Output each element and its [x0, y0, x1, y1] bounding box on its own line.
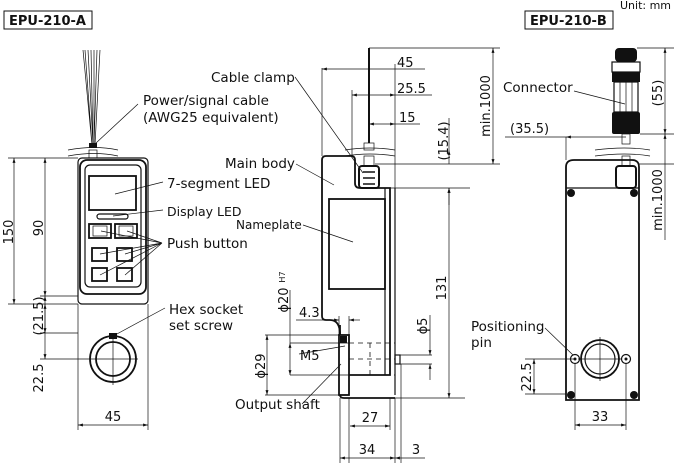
dim-side-15: 15 — [399, 111, 416, 126]
callout-cable-clamp: Cable clamp — [211, 70, 295, 86]
dim-side-phi20-tolerance: H7 — [278, 271, 287, 282]
callout-set-screw: set screw — [169, 318, 233, 334]
callout-push-button: Push button — [167, 236, 248, 252]
dim-b-min-cable: min.1000 — [651, 169, 666, 231]
dim-side-3: 3 — [412, 443, 420, 458]
model-b-leaders — [544, 90, 626, 356]
cable-clamp-b — [615, 165, 637, 189]
dim-b-35-5: (35.5) — [510, 122, 549, 137]
model-a-dimensions — [8, 157, 149, 430]
side-leaders — [294, 76, 364, 405]
dim-a-width: 45 — [105, 410, 122, 425]
model-b-title-box: EPU-210-B — [524, 10, 614, 30]
nameplate — [328, 198, 386, 290]
push-button — [114, 223, 138, 239]
hex-socket-set-screw — [109, 333, 117, 339]
callout-seven-segment-led: 7-segment LED — [167, 176, 270, 192]
dim-b-shaft-height: 22.5 — [520, 363, 535, 392]
output-shaft-front — [88, 333, 138, 385]
dim-side-27: 27 — [362, 411, 379, 426]
side-view — [321, 48, 401, 399]
model-a-title: EPU-210-A — [9, 14, 86, 29]
main-body-side — [321, 155, 391, 376]
main-body-b — [565, 159, 640, 401]
model-a-title-box: EPU-210-A — [3, 10, 93, 30]
dim-a-height-panel: 90 — [32, 220, 47, 237]
callout-connector: Connector — [503, 80, 573, 96]
dim-b-55: (55) — [651, 80, 666, 107]
side-dimensions — [265, 47, 500, 463]
callout-display-led: Display LED — [167, 204, 242, 219]
dim-side-phi20-value: ϕ20 — [277, 287, 292, 312]
callout-nameplate: Nameplate — [236, 218, 302, 232]
dim-side-15-4: (15.4) — [437, 121, 452, 160]
dim-side-34: 34 — [359, 443, 376, 458]
callout-output-shaft: Output shaft — [235, 397, 320, 413]
dim-side-m5: M5 — [300, 349, 320, 364]
callout-positioning-pin-2: pin — [471, 335, 492, 351]
push-button — [116, 267, 133, 282]
output-shaft-side — [338, 334, 350, 396]
model-b-front-view — [565, 48, 651, 401]
model-b-title: EPU-210-B — [530, 14, 607, 29]
push-button — [116, 247, 133, 262]
positioning-pin — [620, 353, 632, 365]
model-b-dimensions — [505, 47, 674, 430]
dim-a-offset: (21.5) — [32, 296, 47, 335]
dim-side-min-cable: min.1000 — [479, 75, 494, 137]
connector — [594, 48, 651, 167]
dim-side-phi29: ϕ29 — [254, 353, 269, 378]
model-a-front-view — [67, 49, 149, 385]
display-led — [96, 213, 129, 220]
model-a-leaders — [95, 103, 166, 336]
main-body-outline — [77, 157, 149, 305]
positioning-pin-side — [394, 354, 401, 365]
push-button — [91, 247, 108, 262]
dim-side-131: 131 — [435, 276, 450, 301]
power-cable — [67, 49, 119, 159]
dim-a-shaft-height: 22.5 — [32, 364, 47, 393]
dim-side-4-3: 4.3 — [299, 306, 320, 321]
push-button — [88, 223, 112, 239]
dim-b-pin-spacing: 33 — [592, 410, 609, 425]
dim-a-height-total: 150 — [2, 220, 17, 245]
dim-side-phi5: ϕ5 — [416, 318, 431, 335]
callout-hex-socket: Hex socket — [169, 302, 243, 318]
control-panel — [79, 159, 147, 295]
push-button — [91, 267, 108, 282]
unit-label: Unit: mm — [620, 0, 671, 12]
dim-side-width: 45 — [397, 56, 414, 71]
callout-power-cable-spec: (AWG25 equivalent) — [143, 110, 279, 126]
callout-positioning-pin: Positioning — [471, 319, 544, 335]
callout-power-cable: Power/signal cable — [143, 93, 269, 109]
seven-segment-led — [88, 175, 137, 211]
dim-side-phi20: ϕ20 H7 — [277, 271, 292, 312]
callout-main-body: Main body — [225, 156, 295, 172]
dim-side-25-5: 25.5 — [397, 82, 426, 97]
